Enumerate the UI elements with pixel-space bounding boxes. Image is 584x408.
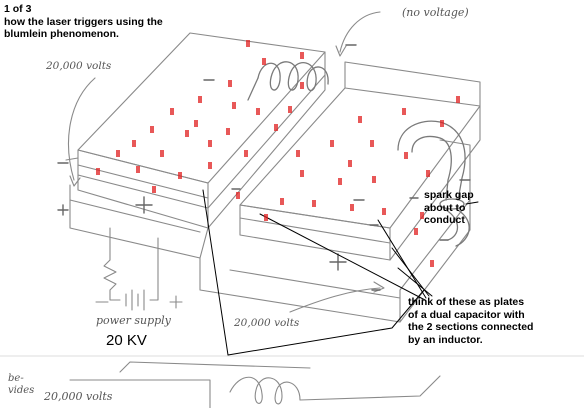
no-voltage-label: (no voltage)	[402, 6, 469, 19]
charge-dot	[370, 140, 374, 147]
charge-dot	[274, 124, 278, 131]
charge-dot	[198, 96, 202, 103]
spark-gap-note: spark gap about to conduct	[424, 189, 474, 227]
volts-lower-strip-label: 20,000 volts	[44, 390, 113, 403]
charge-dot	[382, 208, 386, 215]
charge-dot	[300, 170, 304, 177]
charge-dot	[430, 260, 434, 267]
charge-dot	[330, 140, 334, 147]
charge-dot	[236, 192, 240, 199]
charge-dot	[96, 168, 100, 175]
charge-dot	[208, 140, 212, 147]
spark-gap-tube	[397, 120, 470, 247]
charge-dot	[244, 150, 248, 157]
title-block: 1 of 3 how the laser triggers using the …	[4, 3, 163, 41]
charge-dot	[246, 40, 250, 47]
charge-dot	[288, 106, 292, 113]
charge-dot	[178, 172, 182, 179]
charge-dot	[402, 108, 406, 115]
power-supply-label: power supply	[96, 314, 171, 327]
charge-dot	[300, 82, 304, 89]
charge-dot	[338, 178, 342, 185]
supply-voltage-label: 20 KV	[106, 332, 147, 349]
polarity-signs	[57, 44, 471, 291]
charge-dot	[232, 102, 236, 109]
charge-dot	[420, 212, 424, 219]
right-capacitor-plates	[199, 61, 481, 323]
charge-dot	[160, 150, 164, 157]
plates-note-line: by an inductor.	[408, 333, 483, 346]
charge-dot	[440, 120, 444, 127]
charge-dot	[264, 214, 268, 221]
plates-note-line: think of these as plates	[408, 296, 525, 308]
spark-gap-line: conduct	[424, 214, 465, 226]
charge-dot	[136, 166, 140, 173]
title-line: how the laser triggers using the	[4, 15, 163, 28]
charge-dot	[300, 52, 304, 59]
charge-dot	[350, 204, 354, 211]
charge-dot	[280, 198, 284, 205]
charge-dot	[226, 128, 230, 135]
title-line: 1 of 3	[4, 3, 32, 15]
charge-dot	[414, 228, 418, 235]
plates-note: think of these as plates of a dual capac…	[408, 296, 533, 346]
title-line: blumlein phenomenon.	[4, 28, 119, 40]
volts-bottom-label: 20,000 volts	[234, 317, 300, 329]
volts-left-label: 20,000 volts	[46, 60, 112, 72]
charge-dot	[256, 108, 260, 115]
lower-page-peek	[0, 355, 584, 408]
charge-dot	[372, 176, 376, 183]
left-capacitor-plates	[65, 32, 326, 259]
charge-dot	[296, 150, 300, 157]
charge-dot	[228, 80, 232, 87]
charge-dot	[132, 140, 136, 147]
charge-dot	[358, 116, 362, 123]
charge-dot	[208, 162, 212, 169]
charge-dot	[185, 130, 189, 137]
charge-dot	[456, 96, 460, 103]
power-supply-wiring	[95, 227, 183, 311]
charge-dot	[170, 108, 174, 115]
spark-gap-line: spark gap	[424, 189, 474, 201]
plates-note-line: of a dual capacitor with	[408, 308, 525, 321]
charge-dot	[262, 58, 266, 65]
annotation-lines	[202, 189, 479, 356]
be-vides-label: be- vides	[8, 373, 35, 396]
charge-dot	[404, 152, 408, 159]
spark-gap-line: about to	[424, 201, 466, 214]
charge-dot	[194, 120, 198, 127]
charge-dot	[426, 170, 430, 177]
plates-note-line: the 2 sections connected	[408, 321, 534, 333]
charge-dot	[348, 160, 352, 167]
inductor-coil	[247, 61, 329, 101]
charge-dot	[152, 186, 156, 193]
charge-dot	[150, 126, 154, 133]
charge-dots	[96, 40, 460, 267]
charge-dot	[116, 150, 120, 157]
charge-dot	[312, 200, 316, 207]
